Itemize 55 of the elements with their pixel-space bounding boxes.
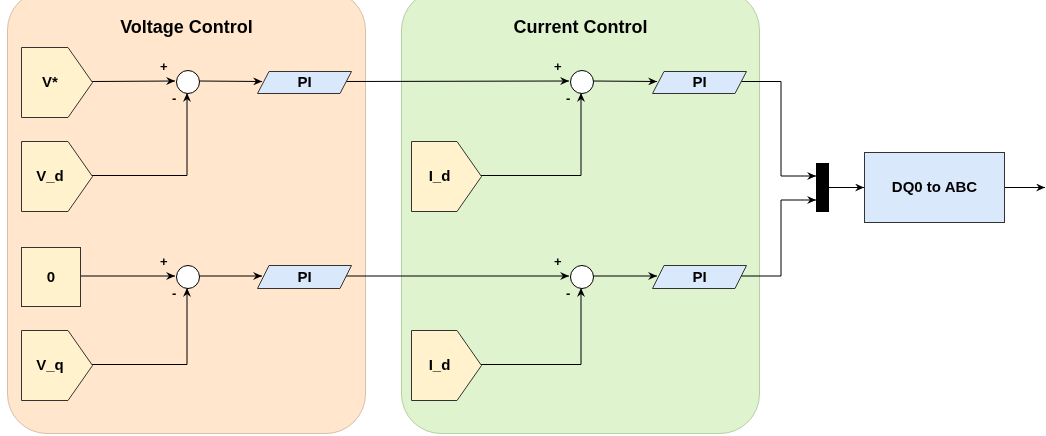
sign-label: + <box>160 60 168 74</box>
pi-block <box>652 71 747 94</box>
arrow <box>1004 183 1046 192</box>
sign-label: + <box>554 255 562 269</box>
process-box <box>21 247 81 307</box>
input-block <box>411 330 482 401</box>
block-label: V_d <box>36 166 64 187</box>
arrow <box>198 272 263 280</box>
block-label: I_d <box>428 166 451 187</box>
block-label: 0 <box>46 266 56 287</box>
arrow <box>480 287 585 365</box>
arrow <box>592 272 658 280</box>
block-label: V_q <box>36 355 64 376</box>
sign-label: - <box>172 92 177 106</box>
sign-label: + <box>554 60 562 74</box>
arrow <box>198 77 263 86</box>
process-box <box>864 152 1005 223</box>
arrow <box>739 81 817 180</box>
pi-block <box>652 265 747 289</box>
arrow <box>79 272 176 280</box>
arrow <box>592 77 658 86</box>
pi-block <box>257 265 352 289</box>
group-title: Voltage Control <box>119 16 254 39</box>
summing-junction <box>570 265 594 289</box>
arrow <box>739 196 817 277</box>
arrow <box>344 272 570 280</box>
sign-label: - <box>566 92 571 106</box>
arrow <box>91 77 176 86</box>
group-panel <box>401 0 760 434</box>
input-block <box>21 330 93 401</box>
block-label: I_d <box>428 355 451 376</box>
sign-label: + <box>160 255 168 269</box>
input-block <box>21 47 93 118</box>
summing-junction <box>570 70 594 94</box>
block-label: DQ0 to ABC <box>891 177 978 198</box>
block-label: PI <box>692 72 707 93</box>
summing-junction <box>176 265 200 289</box>
arrow <box>828 183 865 192</box>
block-label: PI <box>297 72 312 93</box>
mux-bar <box>816 163 829 212</box>
summing-junction <box>176 70 200 94</box>
block-label: V* <box>42 72 58 93</box>
arrow <box>91 92 191 176</box>
block-label: PI <box>692 266 707 287</box>
sign-label: - <box>172 287 177 301</box>
block-label: PI <box>297 266 312 287</box>
arrow <box>91 287 191 365</box>
arrow <box>344 77 570 85</box>
group-panel <box>7 0 366 434</box>
arrow <box>480 92 585 176</box>
pi-block <box>257 71 352 94</box>
group-title: Current Control <box>512 16 649 39</box>
input-block <box>411 141 482 212</box>
sign-label: - <box>566 287 571 301</box>
input-block <box>21 141 93 212</box>
